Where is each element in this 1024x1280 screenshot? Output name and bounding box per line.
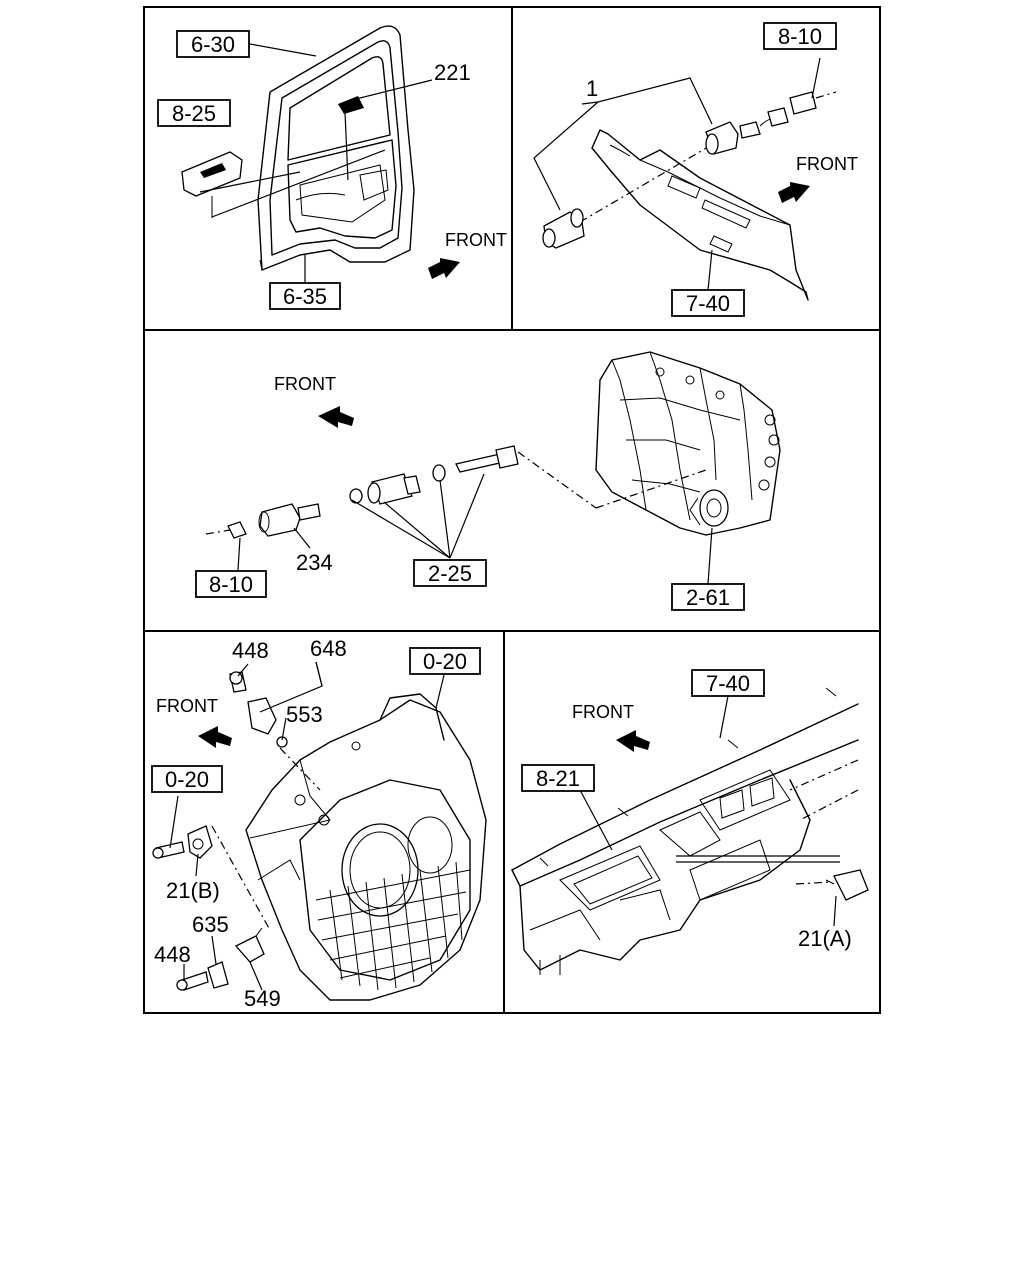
ref-label: 8-25: [172, 101, 216, 126]
ref-label: 0-20: [165, 767, 209, 792]
ref-label: 6-30: [191, 32, 235, 57]
ref-label: 7-40: [686, 291, 730, 316]
ref-label: 0-20: [423, 649, 467, 674]
front-label: FRONT: [572, 702, 634, 722]
part-label: 234: [296, 550, 333, 575]
ref-label: 6-35: [283, 284, 327, 309]
ref-label: 8-10: [778, 24, 822, 49]
front-label: FRONT: [796, 154, 858, 174]
panel-3: FRONT 8-10 2-25 2-61 234: [195, 351, 781, 611]
part-label: 549: [244, 986, 281, 1011]
part-label: 448: [232, 638, 269, 663]
part-label: 648: [310, 636, 347, 661]
part-label: 21(A): [798, 926, 852, 951]
part-label: 553: [286, 702, 323, 727]
panel-2: FRONT 8-10 7-40 1: [533, 22, 858, 317]
part-label: 21(B): [166, 878, 220, 903]
ref-label: 2-61: [686, 585, 730, 610]
panel-1: FRONT 6-30 8-25 6-35 221: [157, 25, 507, 310]
ref-label: 8-10: [209, 572, 253, 597]
front-label: FRONT: [156, 696, 218, 716]
part-label: 635: [192, 912, 229, 937]
ref-label: 2-25: [428, 561, 472, 586]
ref-label: 8-21: [536, 766, 580, 791]
ref-label: 7-40: [706, 671, 750, 696]
panel-5: FRONT 7-40 8-21 21(A): [511, 669, 869, 975]
front-label: FRONT: [274, 374, 336, 394]
panel-4: FRONT 0-20 0-20 448 648 553 21(B) 635 44…: [151, 636, 487, 1011]
part-label: 221: [434, 60, 471, 85]
part-label: 1: [586, 76, 598, 101]
part-label: 448: [154, 942, 191, 967]
honeycomb: [315, 861, 471, 991]
front-label: FRONT: [445, 230, 507, 250]
